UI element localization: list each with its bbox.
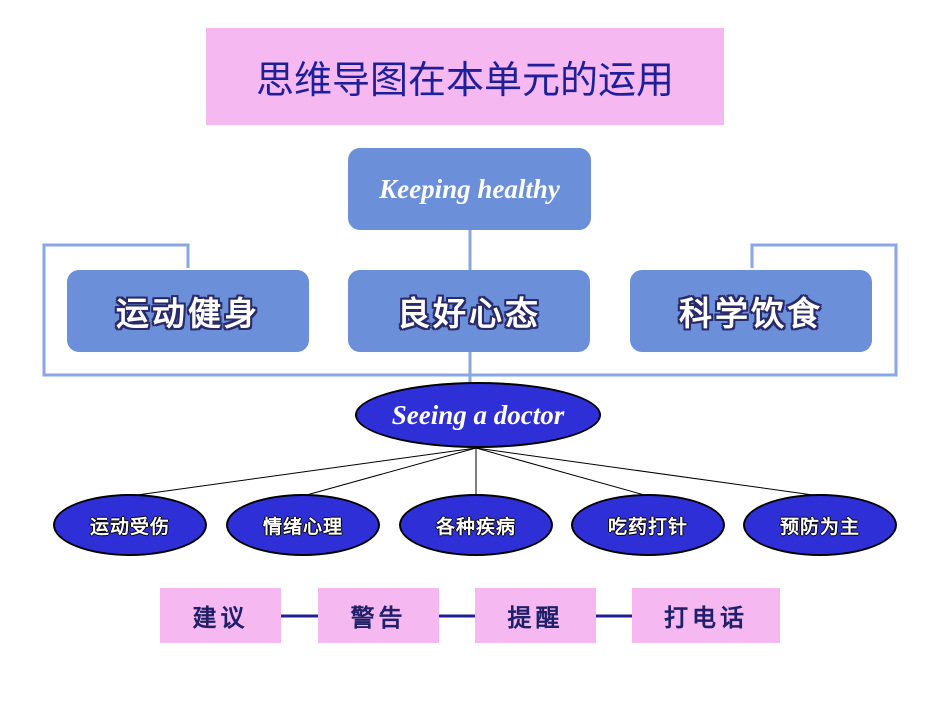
step-reminder: 提醒	[475, 588, 596, 643]
step-call: 打电话	[632, 588, 780, 643]
step-warning: 警告	[318, 588, 439, 643]
fan-line-5	[475, 447, 821, 497]
leaf-node-emotion: 情绪心理	[226, 494, 380, 556]
hub-node: Seeing a doctor	[355, 382, 601, 448]
step-advice: 建议	[160, 588, 281, 643]
category-diet: 科学饮食	[630, 270, 872, 352]
leaf-node-injury: 运动受伤	[53, 494, 207, 556]
fan-line-1	[129, 447, 477, 497]
category-exercise: 运动健身	[67, 270, 309, 352]
diagram-title: 思维导图在本单元的运用	[206, 28, 724, 125]
leaf-node-disease: 各种疾病	[399, 494, 553, 556]
category-mindset: 良好心态	[348, 270, 590, 352]
leaf-node-prevention: 预防为主	[743, 494, 897, 556]
root-node: Keeping healthy	[348, 148, 591, 230]
fan-line-4	[475, 447, 649, 497]
leaf-node-medicine: 吃药打针	[571, 494, 725, 556]
fan-line-2	[302, 447, 477, 497]
